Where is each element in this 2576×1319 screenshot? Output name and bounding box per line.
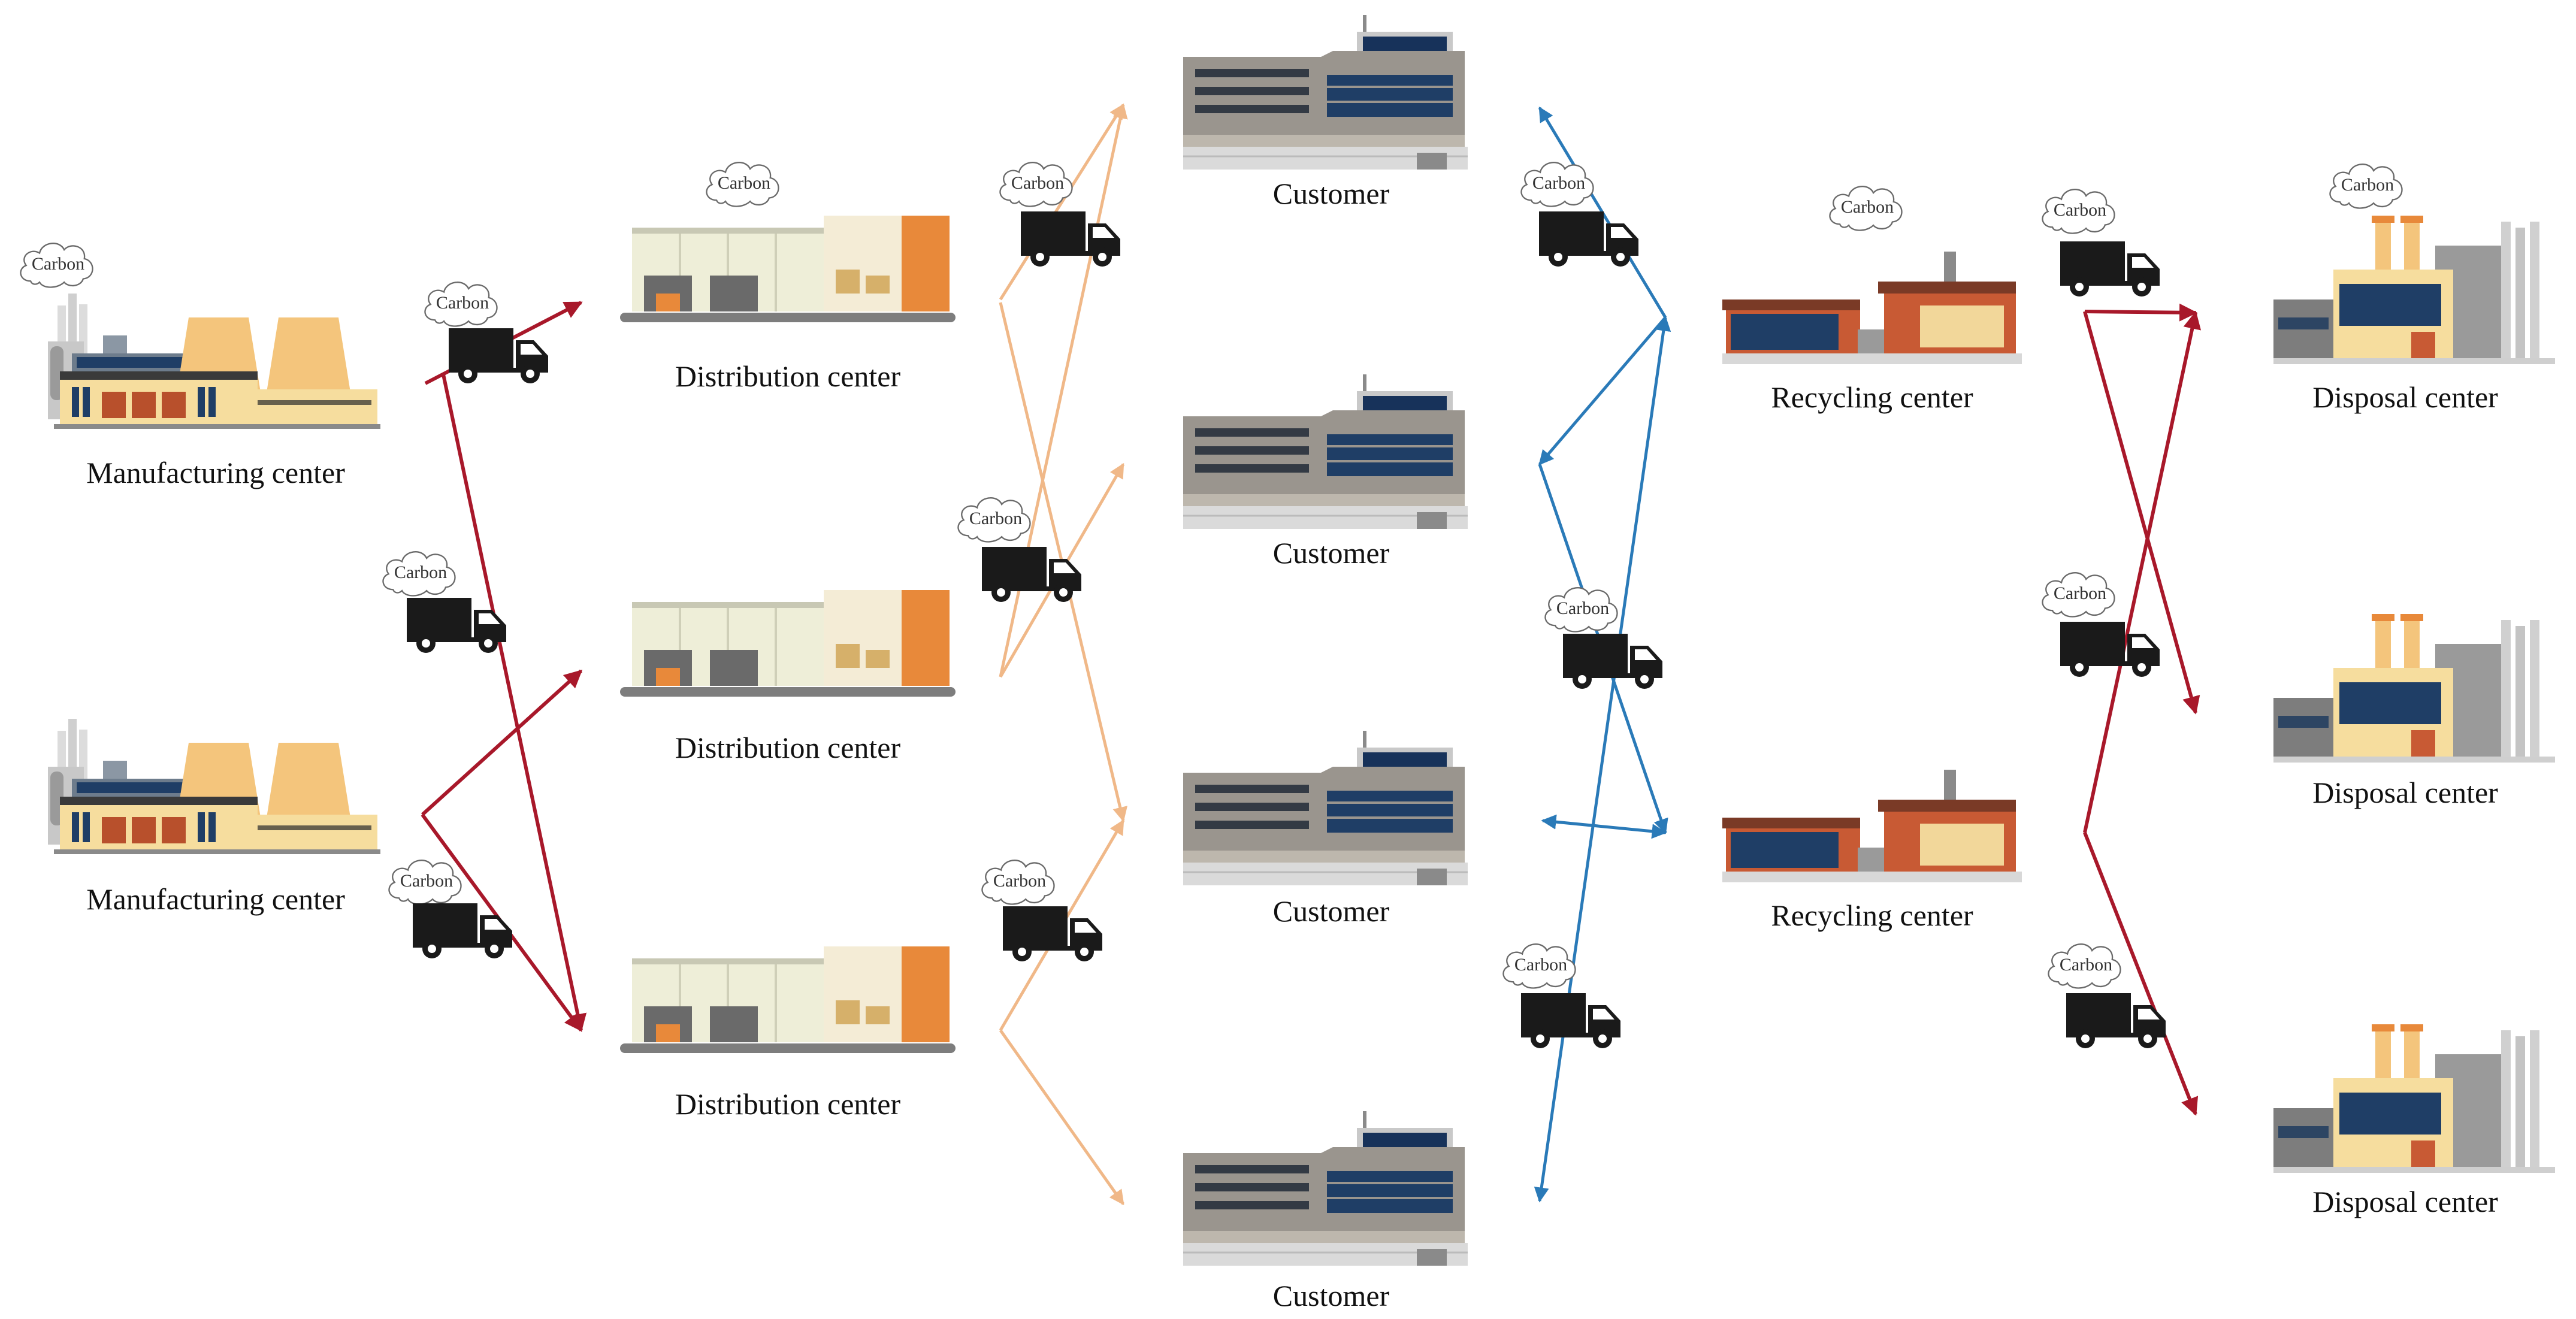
delivery-truck-icon [1003, 906, 1102, 961]
recycling-center-label: Recycling center [1771, 380, 1973, 414]
svg-text:Carbon: Carbon [394, 562, 447, 582]
delivery-truck-icon [1021, 211, 1120, 267]
carbon-cloud: Carbon [1520, 162, 1594, 207]
customer-4: Customer [1183, 1111, 1469, 1312]
manufacturing-center-label: Manufacturing center [86, 882, 345, 916]
carbon-cloud: Carbon [2329, 164, 2403, 209]
disposal-plant-icon [2273, 614, 2555, 763]
delivery-truck-icon [1539, 211, 1638, 267]
customer-3: Customer [1183, 731, 1469, 928]
arrow-dc3-to-cust4 [999, 1029, 1125, 1206]
office-building-icon [1183, 15, 1469, 171]
carbon-cloud: Carbon [20, 243, 93, 288]
svg-text:Carbon: Carbon [993, 871, 1046, 891]
delivery-truck-icon [2060, 622, 2160, 677]
recycling-plant-icon [1722, 252, 2022, 364]
manufacturing-center-label: Manufacturing center [86, 456, 345, 489]
svg-text:Carbon: Carbon [1514, 955, 1567, 975]
customer-2: Customer [1183, 374, 1469, 570]
arrow-rc2-to-dp1 [2083, 311, 2202, 833]
svg-text:Carbon: Carbon [2341, 175, 2394, 195]
arrow-dc1-to-cust1 [999, 103, 1125, 301]
disposal-plant-icon [2273, 216, 2555, 364]
arrow-mfg2-to-dc2 [421, 669, 583, 816]
delivery-truck-icon [1521, 993, 1620, 1048]
recycling-center-2: Recycling center [1722, 770, 2022, 932]
distribution-center-1: Distribution center [620, 216, 956, 393]
carbon-cloud: Carbon [706, 162, 779, 207]
warehouse-icon [620, 590, 956, 698]
carbon-cloud: Carbon [1829, 186, 1903, 231]
arrow-mfg1-to-dc3 [442, 374, 587, 1032]
svg-text:Carbon: Carbon [2060, 955, 2112, 975]
svg-text:Carbon: Carbon [2054, 200, 2106, 220]
distribution-center-2: Distribution center [620, 590, 956, 764]
customer-label: Customer [1273, 894, 1390, 928]
carbon-cloud: Carbon [1544, 587, 1618, 633]
disposal-center-label: Disposal center [2312, 1185, 2498, 1218]
disposal-center-3: Disposal center [2273, 1024, 2555, 1218]
factory-icon [48, 294, 380, 429]
distribution-center-label: Distribution center [675, 731, 901, 764]
recycling-center-label: Recycling center [1771, 899, 1973, 932]
svg-text:Carbon: Carbon [1532, 173, 1585, 193]
delivery-truck-icon [413, 903, 512, 958]
svg-text:Carbon: Carbon [436, 293, 489, 313]
distribution-center-3: Distribution center [620, 946, 956, 1121]
carbon-cloud: Carbon [957, 497, 1031, 543]
office-building-icon [1183, 731, 1469, 887]
carbon-cloud: Carbon [999, 162, 1073, 207]
distribution-center-label: Distribution center [675, 1087, 901, 1121]
factory-icon [48, 719, 380, 854]
carbon-cloud: Carbon [1502, 943, 1576, 989]
distribution-center-label: Distribution center [675, 359, 901, 393]
carbon-cloud: Carbon [981, 860, 1055, 905]
arrows-distribution-to-customer [999, 103, 1128, 1206]
svg-text:Carbon: Carbon [32, 254, 84, 274]
disposal-center-label: Disposal center [2312, 380, 2498, 414]
customer-1: Customer [1183, 15, 1469, 210]
disposal-center-1: Disposal center [2273, 216, 2555, 414]
manufacturing-center-1: Manufacturing center [48, 294, 380, 489]
carbon-cloud: Carbon [2042, 572, 2115, 618]
arrows-recycling-to-disposal [2083, 303, 2202, 1116]
arrow-cust3-rc2-bidirectional [1541, 814, 1667, 839]
customer-label: Customer [1273, 536, 1390, 570]
arrows-customer-to-recycling [1534, 106, 1671, 1203]
recycling-center-1: Recycling center [1722, 252, 2022, 414]
arrow-cust4-to-rc1 [1534, 316, 1671, 1203]
delivery-truck-icon [2060, 241, 2160, 297]
carbon-cloud: Carbon [388, 860, 462, 905]
svg-text:Carbon: Carbon [1011, 173, 1064, 193]
svg-text:Carbon: Carbon [718, 173, 770, 193]
arrow-rc1-to-dp1 [2084, 303, 2197, 322]
svg-text:Carbon: Carbon [400, 871, 453, 891]
delivery-truck-icon [982, 547, 1081, 602]
warehouse-icon [620, 946, 956, 1054]
disposal-center-label: Disposal center [2312, 776, 2498, 809]
carbon-cloud: Carbon [2042, 189, 2115, 234]
carbon-clouds: Carbon Carbon Carbon Carbon Carbon Carbo… [20, 162, 2403, 989]
customer-label: Customer [1273, 1279, 1390, 1312]
svg-text:Carbon: Carbon [969, 509, 1022, 528]
carbon-cloud: Carbon [424, 282, 498, 327]
disposal-plant-icon [2273, 1024, 2555, 1173]
arrow-rc2-to-dp3 [2083, 831, 2199, 1116]
svg-text:Carbon: Carbon [1841, 197, 1894, 217]
office-building-icon [1183, 374, 1469, 530]
arrow-rc1-to-dp2 [2083, 311, 2200, 715]
carbon-cloud: Carbon [382, 551, 456, 597]
office-building-icon [1183, 1111, 1469, 1267]
warehouse-icon [620, 216, 956, 323]
svg-text:Carbon: Carbon [1556, 598, 1609, 618]
customer-label: Customer [1273, 177, 1390, 210]
manufacturing-center-2: Manufacturing center [48, 719, 380, 916]
recycling-plant-icon [1722, 770, 2022, 882]
carbon-cloud: Carbon [2048, 943, 2121, 989]
svg-text:Carbon: Carbon [2054, 583, 2106, 603]
disposal-center-2: Disposal center [2273, 614, 2555, 809]
delivery-truck-icon [449, 328, 548, 383]
